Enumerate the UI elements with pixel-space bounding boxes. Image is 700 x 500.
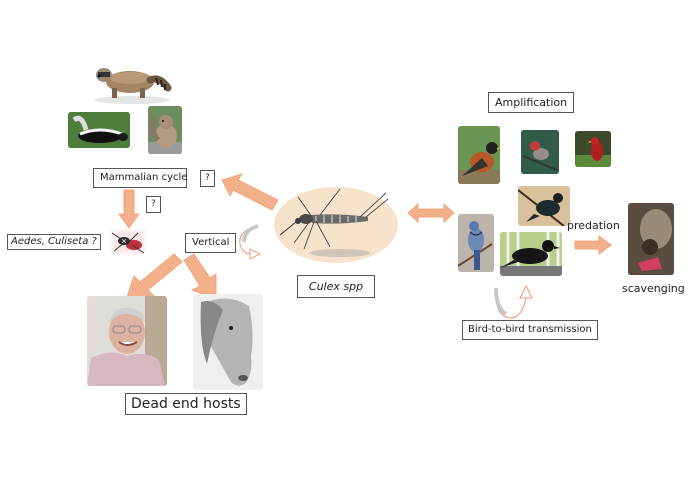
mammalian-cycle-label: Mammalian cycle	[93, 168, 187, 188]
human-image	[87, 296, 167, 386]
predation-label: predation	[567, 219, 620, 232]
arrow-to-mammalian-cycle	[221, 173, 279, 211]
vertical-curl-arrow	[239, 224, 262, 260]
robin-icon	[458, 126, 500, 184]
down-arrow	[118, 189, 140, 229]
squirrel-image	[148, 106, 182, 154]
human-icon	[87, 296, 167, 386]
vertical-transmission-label: Vertical	[185, 233, 237, 253]
horse-image	[193, 294, 263, 390]
predation-arrow	[574, 235, 612, 255]
house-finch-image	[521, 130, 559, 174]
squirrel-icon	[148, 106, 182, 154]
amplification-label: Amplification	[488, 92, 575, 113]
scavenging-label: scavenging	[622, 282, 685, 295]
culex-label: Culex spp	[297, 275, 375, 298]
mosquito-icon	[279, 188, 389, 250]
other-vectors-label: Aedes, Culiseta ?	[7, 234, 101, 250]
robin-image	[458, 126, 500, 184]
horse-icon	[193, 294, 263, 390]
cardinal-image	[575, 131, 611, 167]
house-finch-icon	[521, 130, 559, 174]
blue-jay-icon	[458, 214, 494, 272]
crow-icon	[500, 232, 562, 276]
question-mark-label: ?	[200, 170, 215, 187]
cardinal-icon	[575, 131, 611, 167]
skunk-image	[68, 112, 130, 148]
grackle-icon	[518, 186, 570, 226]
crow-image	[500, 232, 562, 276]
bird-to-bird-transmission-label: Bird-to-bird transmission	[462, 320, 598, 340]
question-mark-label: ?	[146, 196, 161, 213]
blue-jay-image	[458, 214, 494, 272]
raptor-image	[628, 203, 674, 275]
grackle-image	[518, 186, 570, 226]
aedes-mosquito-icon	[111, 232, 145, 254]
raccoon-image	[90, 58, 172, 106]
bird-to-bird-curl-arrow	[494, 284, 533, 319]
raptor-icon	[628, 203, 674, 275]
arrows-to-dead-end-hosts	[125, 253, 217, 301]
skunk-icon	[68, 112, 130, 148]
culex-mosquito	[274, 187, 398, 263]
dead-end-hosts-label: Dead end hosts	[125, 393, 247, 415]
aedes-mosquito-image	[110, 229, 146, 255]
bidirectional-arrow	[407, 203, 455, 223]
raccoon-icon	[94, 68, 172, 104]
